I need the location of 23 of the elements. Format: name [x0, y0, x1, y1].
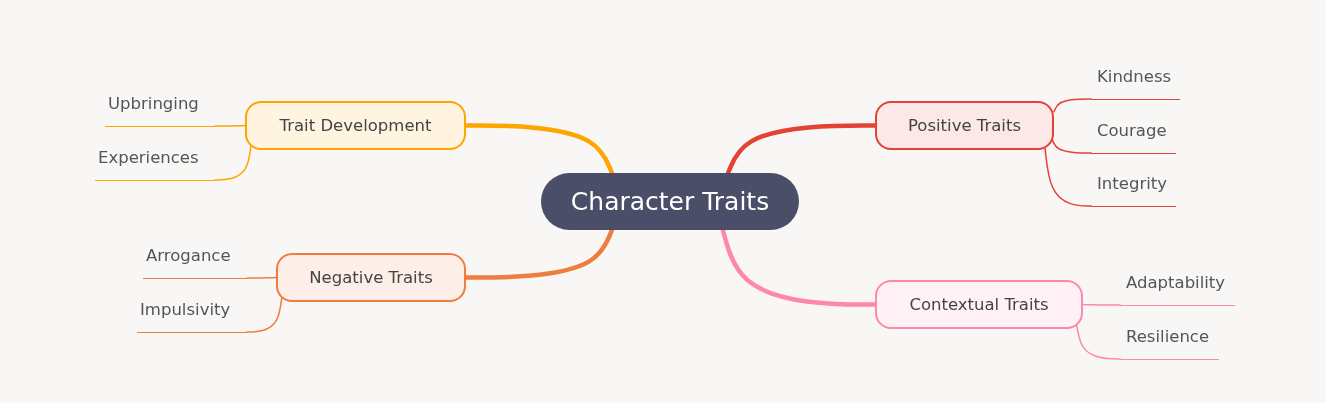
branch-topic: Negative Traits: [276, 253, 466, 302]
connector-line: [1051, 138, 1092, 154]
connector-line: [1076, 324, 1121, 360]
leaf-topic: Arrogance: [143, 243, 247, 279]
leaf-topic: Integrity: [1091, 171, 1176, 207]
branch-topic: Contextual Traits: [875, 280, 1083, 329]
connector-line: [246, 297, 283, 333]
leaf-topic: Experiences: [95, 145, 215, 181]
branch-topic: Positive Traits: [875, 101, 1054, 150]
central-topic: Character Traits: [541, 173, 799, 230]
connector-line: [1082, 303, 1121, 306]
connector-line: [214, 124, 246, 127]
leaf-topic: Adaptability: [1120, 270, 1235, 306]
connector-line: [1044, 147, 1092, 207]
connector-line: [214, 145, 252, 181]
leaf-topic: Courage: [1091, 118, 1176, 154]
connector-line: [1053, 98, 1092, 113]
leaf-topic: Upbringing: [105, 91, 215, 127]
leaf-topic: Impulsivity: [137, 297, 247, 333]
leaf-topic: Resilience: [1120, 324, 1219, 360]
branch-topic: Trait Development: [245, 101, 466, 150]
leaf-topic: Kindness: [1091, 64, 1180, 100]
connector-line: [246, 276, 277, 279]
